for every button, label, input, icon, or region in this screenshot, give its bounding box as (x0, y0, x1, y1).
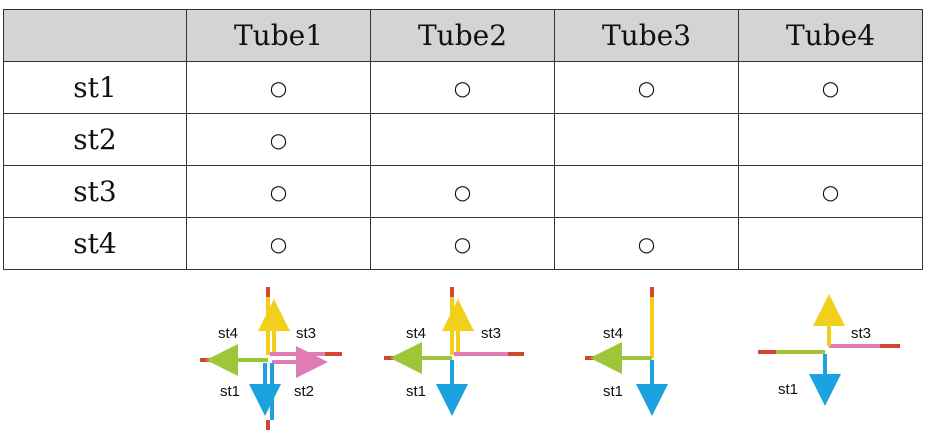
cell-st2-tube2 (370, 113, 555, 166)
diagram-tube1: st4 st3 st1 st2 (200, 287, 342, 430)
table-row: st3 ○ ○ ○ (3, 165, 923, 218)
label-st3: st3 (851, 325, 871, 342)
cell-st2-tube4 (738, 113, 923, 166)
cell-st2-tube1: ○ (186, 113, 371, 166)
header-corner-cell (3, 9, 187, 62)
diagram-tube2: st4 st3 st1 (384, 287, 524, 416)
table-row: st4 ○ ○ ○ (3, 217, 923, 270)
label-st1: st1 (220, 383, 240, 400)
label-st1: st1 (778, 381, 798, 398)
cell-st1-tube2: ○ (370, 61, 555, 114)
cell-st4-tube1: ○ (186, 217, 371, 270)
row-label-st4: st4 (3, 217, 187, 270)
cell-st1-tube3: ○ (554, 61, 739, 114)
cell-st3-tube1: ○ (186, 165, 371, 218)
row-label-st1: st1 (3, 61, 187, 114)
label-st1: st1 (603, 383, 623, 400)
table-row: st1 ○ ○ ○ ○ (3, 61, 923, 114)
cell-st1-tube1: ○ (186, 61, 371, 114)
row-label-st2: st2 (3, 113, 187, 166)
label-st2: st2 (294, 383, 314, 400)
label-st1: st1 (406, 383, 426, 400)
header-tube1: Tube1 (186, 9, 371, 62)
label-st3: st3 (296, 325, 316, 342)
tube-stream-table: Tube1 Tube2 Tube3 Tube4 st1 ○ ○ ○ ○ st2 … (3, 9, 923, 270)
cell-st4-tube4 (738, 217, 923, 270)
table-row: st2 ○ (3, 113, 923, 166)
cell-st1-tube4: ○ (738, 61, 923, 114)
label-st4: st4 (406, 325, 426, 342)
cell-st4-tube3: ○ (554, 217, 739, 270)
diagram-tube3: st4 st1 (585, 287, 668, 416)
cell-st3-tube3 (554, 165, 739, 218)
cell-st3-tube4: ○ (738, 165, 923, 218)
label-st4: st4 (603, 325, 623, 342)
header-row: Tube1 Tube2 Tube3 Tube4 (3, 9, 923, 62)
cell-st4-tube2: ○ (370, 217, 555, 270)
header-tube4: Tube4 (738, 9, 923, 62)
row-label-st3: st3 (3, 165, 187, 218)
tube-flow-diagrams: st4 st3 st1 st2 st4 st3 st1 st4 st1 st3 (200, 287, 900, 430)
label-st4: st4 (218, 325, 238, 342)
diagram-tube4: st3 st1 (758, 294, 900, 406)
header-tube2: Tube2 (370, 9, 555, 62)
label-st3: st3 (481, 325, 501, 342)
header-tube3: Tube3 (554, 9, 739, 62)
cell-st2-tube3 (554, 113, 739, 166)
cell-st3-tube2: ○ (370, 165, 555, 218)
